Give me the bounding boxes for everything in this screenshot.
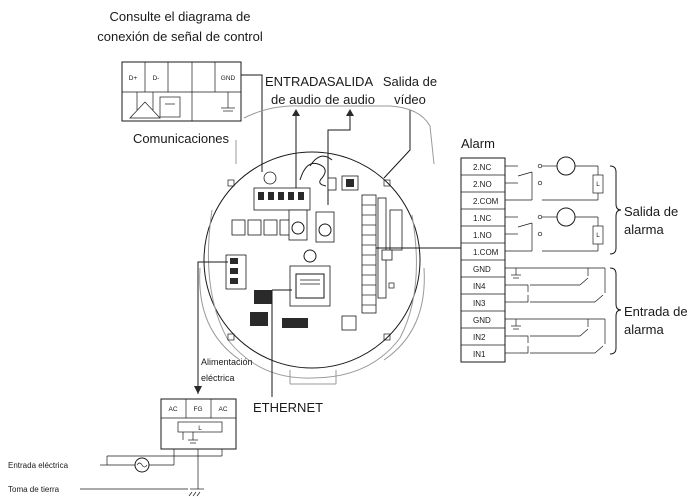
power-terminal-ac-1: AC bbox=[168, 406, 177, 413]
alarm-terminal-in4: IN4 bbox=[473, 282, 486, 291]
ethernet-caption: ETHERNET bbox=[253, 400, 323, 415]
power-caption-2: eléctrica bbox=[201, 373, 235, 383]
earth-ground-icon bbox=[188, 488, 204, 497]
alarm-terminal-gnd-2: GND bbox=[473, 316, 491, 325]
power-input-caption: Entrada eléctrica bbox=[8, 461, 69, 470]
camera-body bbox=[199, 105, 435, 385]
alarm-terminal-1no: 1.NO bbox=[473, 231, 492, 240]
audio-in-caption-1: ENTRADA bbox=[265, 74, 327, 89]
power-terminal-fg: FG bbox=[193, 406, 202, 413]
power-input-wiring bbox=[106, 449, 223, 489]
alarm-terminal-1nc: 1.NC bbox=[473, 214, 491, 223]
power-terminal-box: AC FG AC L bbox=[160, 398, 237, 450]
alarm-output-relay-2 bbox=[505, 156, 604, 201]
alarm-terminal-in3: IN3 bbox=[473, 299, 486, 308]
audio-out-caption-1: SALIDA bbox=[327, 74, 374, 89]
alarm-terminal-in2: IN2 bbox=[473, 333, 486, 342]
alarm-terminal-2nc: 2.NC bbox=[473, 163, 491, 172]
alarm-terminal-2no: 2.NO bbox=[473, 180, 492, 189]
alarm-terminal-table: 2.NC 2.NO 2.COM 1.NC 1.NO 1.COM GND IN4 … bbox=[460, 157, 506, 363]
alarm-input-caption-2: alarma bbox=[624, 322, 665, 337]
alarm-terminal-gnd-1: GND bbox=[473, 265, 491, 274]
alarm-output-relay-1 bbox=[505, 207, 604, 252]
communications-label: Comunicaciones bbox=[133, 131, 230, 146]
control-reference-caption-2: conexión de señal de control bbox=[97, 29, 263, 44]
alarm-output-caption-1: Salida de bbox=[624, 204, 678, 219]
relay-symbol-2: L bbox=[596, 181, 600, 188]
video-out-caption-2: vídeo bbox=[394, 92, 426, 107]
power-load-symbol: L bbox=[198, 425, 202, 432]
power-terminal-ac-2: AC bbox=[218, 406, 227, 413]
audio-in-caption-2: de audio bbox=[271, 92, 321, 107]
alarm-terminal-1com: 1.COM bbox=[473, 248, 499, 257]
comm-terminal-gnd: GND bbox=[221, 75, 236, 82]
relay-symbol-1: L bbox=[596, 232, 600, 239]
audio-out-caption-2: de audio bbox=[325, 92, 375, 107]
alarm-output-brace bbox=[609, 165, 622, 255]
alarm-input-caption-1: Entrada de bbox=[624, 304, 688, 319]
alarm-output-caption-2: alarma bbox=[624, 222, 665, 237]
control-reference-caption-1: Consulte el diagrama de bbox=[110, 9, 251, 24]
alarm-input-group-2 bbox=[505, 318, 606, 354]
comm-terminal-dplus: D+ bbox=[129, 75, 138, 82]
top-terminal-screws bbox=[258, 192, 304, 200]
alarm-terminal-in1: IN1 bbox=[473, 350, 486, 359]
comm-terminal-dminus: D- bbox=[153, 75, 160, 82]
right-terminal-strip bbox=[362, 204, 376, 306]
alarm-terminal-2com: 2.COM bbox=[473, 197, 499, 206]
alarm-input-brace bbox=[609, 267, 622, 355]
power-caption-1: Alimentación bbox=[201, 357, 253, 367]
communications-terminal-box: D+ D- GND bbox=[121, 61, 242, 122]
alarm-input-group-1 bbox=[505, 267, 606, 303]
ground-caption: Toma de tierra bbox=[8, 485, 60, 494]
video-out-caption-1: Salida de bbox=[383, 74, 437, 89]
alarm-caption: Alarm bbox=[461, 136, 495, 151]
